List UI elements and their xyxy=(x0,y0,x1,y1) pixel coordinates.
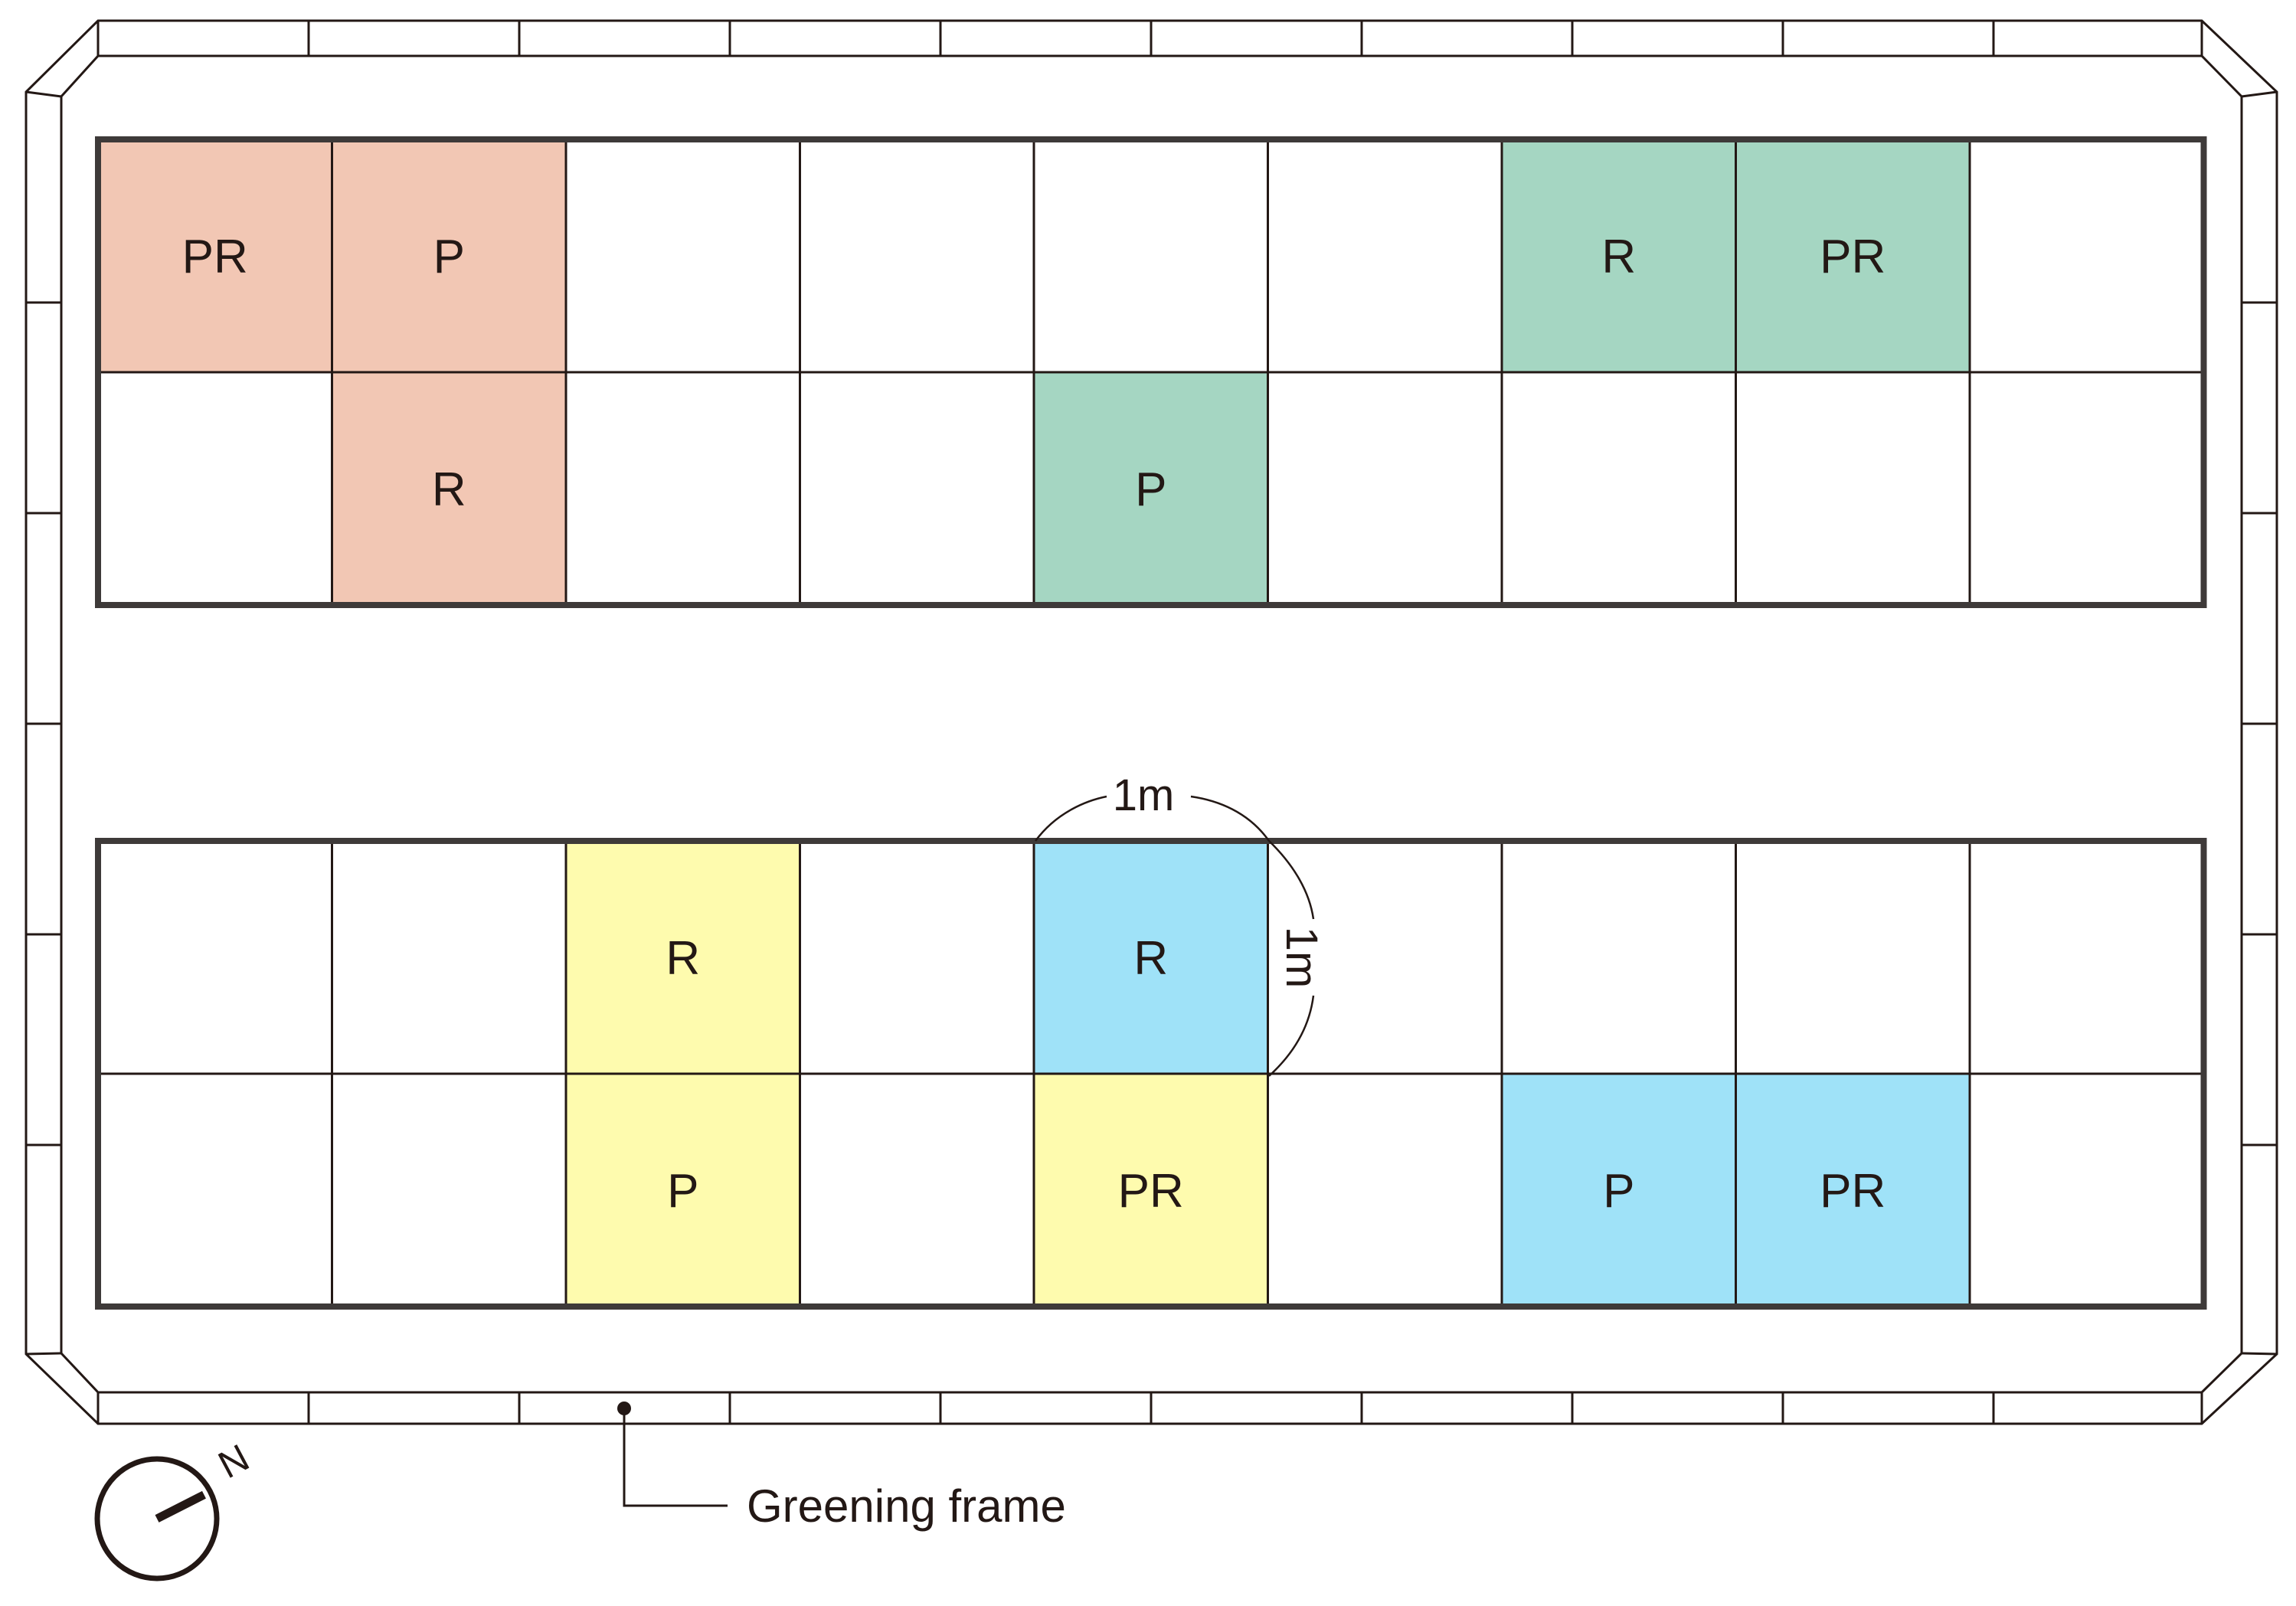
plot-cell xyxy=(1500,371,1737,607)
plot-cell xyxy=(564,839,801,1075)
plot-cell xyxy=(96,839,333,1075)
plot-border xyxy=(95,838,2207,1310)
north-arrow-icon: N xyxy=(94,1436,256,1581)
plot-cell-label: R xyxy=(432,463,466,516)
plot-cell xyxy=(1267,839,1503,1075)
height-dimension-label: 1m xyxy=(1277,927,1326,989)
plot-cell xyxy=(1968,1072,2205,1308)
plot-cell xyxy=(1267,138,1503,374)
plot-cell xyxy=(331,138,567,374)
plot-cell xyxy=(564,1072,801,1308)
plot-cell xyxy=(799,839,1035,1075)
plot-cell xyxy=(799,138,1035,374)
compass-needle xyxy=(155,1490,206,1523)
plot-cell xyxy=(1735,839,1971,1075)
plot-cell xyxy=(1735,371,1971,607)
plot-cell xyxy=(1968,371,2205,607)
plot-cell-label: P xyxy=(1603,1165,1634,1218)
greening-frame xyxy=(25,19,2278,1425)
plot-cell xyxy=(1735,138,1971,374)
plot-cell-label: P xyxy=(1135,463,1166,516)
plot-cell xyxy=(331,839,567,1075)
width-dimension-label: 1m xyxy=(1113,770,1175,820)
plot-cell xyxy=(564,138,801,374)
callout-label: Greening frame xyxy=(747,1480,1066,1532)
width-dimension-arc xyxy=(1034,795,1271,842)
plot-cell xyxy=(1032,371,1269,607)
plot-cell xyxy=(331,371,567,607)
plot-cell-label: P xyxy=(433,231,465,283)
plot-cell xyxy=(1032,1072,1269,1308)
north-label: N xyxy=(211,1436,256,1487)
plot-cell-label: PR xyxy=(182,231,248,283)
plot-cell xyxy=(331,1072,567,1308)
plot-cell-label: P xyxy=(667,1165,698,1218)
plot-cell-label: R xyxy=(666,932,700,985)
plot-cell xyxy=(564,371,801,607)
greening-frame-callout: Greening frame xyxy=(617,1402,1066,1532)
plot-cell xyxy=(1500,839,1737,1075)
height-dimension-arc xyxy=(1268,840,1315,1077)
plot-cell-label: PR xyxy=(1820,231,1886,283)
plot-cell-label: R xyxy=(1133,932,1168,985)
plot-grid-bottom: R R P PR P PR xyxy=(95,838,2207,1310)
plot-cell xyxy=(1968,138,2205,374)
plot-cell xyxy=(96,1072,333,1308)
plot-cell xyxy=(1267,1072,1503,1308)
plot-cell xyxy=(1032,839,1269,1075)
plot-cell xyxy=(1032,138,1269,374)
plot-cell xyxy=(799,1072,1035,1308)
plot-cell xyxy=(1267,371,1503,607)
plot-border xyxy=(95,136,2207,608)
plot-cell xyxy=(96,138,333,374)
plot-cell xyxy=(1968,839,2205,1075)
plot-cell xyxy=(799,371,1035,607)
plot-cell-label: R xyxy=(1601,231,1636,283)
dimension-annotation: 1m 1m xyxy=(1034,770,1326,1077)
plot-cell-label: PR xyxy=(1820,1165,1886,1218)
plot-cell-label: PR xyxy=(1118,1165,1184,1218)
plot-cell xyxy=(96,371,333,607)
compass-circle xyxy=(94,1456,220,1581)
callout-leader-line xyxy=(623,1408,728,1507)
plot-cell xyxy=(1500,1072,1737,1308)
north-label-glyph: N xyxy=(211,1436,256,1487)
